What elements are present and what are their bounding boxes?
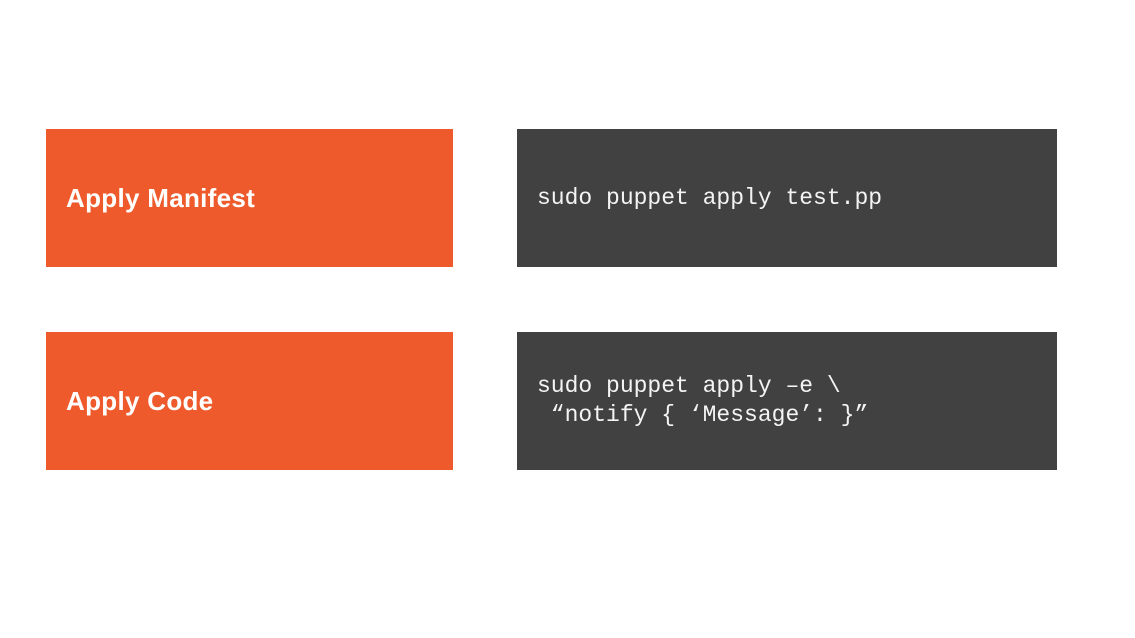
label-text-apply-manifest: Apply Manifest bbox=[66, 183, 256, 213]
code-card-apply-manifest: sudo puppet apply test.pp bbox=[517, 129, 1057, 267]
label-card-apply-code: Apply Code bbox=[46, 332, 453, 470]
code-card-apply-code: sudo puppet apply –e \ “notify { ‘Messag… bbox=[517, 332, 1057, 470]
label-card-apply-manifest: Apply Manifest bbox=[46, 129, 453, 267]
code-line: “notify { ‘Message’: }” bbox=[537, 402, 869, 428]
code-line: sudo puppet apply –e \ bbox=[537, 373, 841, 399]
code-line: sudo puppet apply test.pp bbox=[537, 184, 883, 211]
label-text-apply-code: Apply Code bbox=[66, 386, 214, 416]
